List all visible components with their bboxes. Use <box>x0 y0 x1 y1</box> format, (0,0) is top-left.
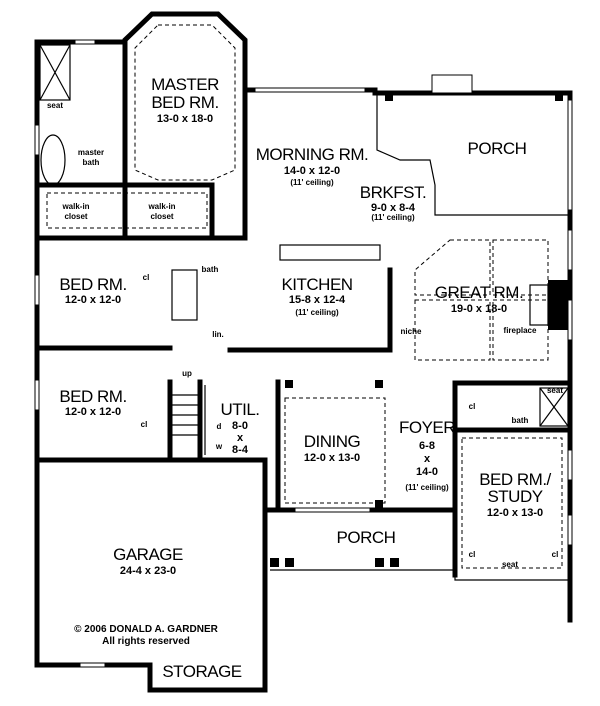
brkfst-note: (11' ceiling) <box>371 213 415 222</box>
util-size-3: 8-4 <box>232 444 249 456</box>
room-labels: MASTER BED RM. 13-0 x 18-0 master bath s… <box>47 75 563 681</box>
study-label: BED RM./ <box>479 470 551 489</box>
garage-label: GARAGE <box>113 545 183 564</box>
study-size: 12-0 x 13-0 <box>487 507 543 519</box>
kitchen-size: 15-8 x 12-4 <box>289 294 346 306</box>
kitchen-label: KITCHEN <box>281 275 352 294</box>
walls <box>34 11 573 693</box>
brkfst-label: BRKFST. <box>360 183 426 202</box>
ceiling-outlines <box>46 24 563 569</box>
master-bed-label-2: BED RM. <box>151 93 218 112</box>
dining-label: DINING <box>304 432 361 451</box>
bath1-linen: lin. <box>212 330 224 339</box>
great-room-size: 19-0 x 18-0 <box>451 303 507 315</box>
copyright-line-2: All rights reserved <box>102 636 190 647</box>
brkfst-size: 9-0 x 8-4 <box>371 202 416 214</box>
bath2-label: bath <box>512 416 529 425</box>
bed2-label: BED RM. <box>59 387 126 406</box>
dryer-label: d <box>217 422 222 431</box>
rear-porch-label: PORCH <box>468 139 527 158</box>
util-label: UTIL. <box>220 400 259 419</box>
niche-label: niche <box>401 327 422 336</box>
closet-right-label-2: closet <box>150 212 173 221</box>
foyer-size-1: 6-8 <box>419 440 435 452</box>
copyright-line-1: © 2006 DONALD A. GARDNER <box>74 624 218 635</box>
storage-label: STORAGE <box>162 662 241 681</box>
bed2-closet: cl <box>141 420 148 429</box>
closet-left-label-2: closet <box>64 212 87 221</box>
bath2-seat: seat <box>547 386 563 395</box>
bed2-size: 12-0 x 12-0 <box>65 406 121 418</box>
windows <box>34 39 573 668</box>
closet-left-label: walk-in <box>61 202 89 211</box>
morning-room-label: MORNING RM. <box>256 145 369 164</box>
study-label-2: STUDY <box>487 487 542 506</box>
foyer-label: FOYER <box>399 418 455 437</box>
master-bed-size: 13-0 x 18-0 <box>157 113 213 125</box>
closet-right-label: walk-in <box>147 202 175 211</box>
stairs-up-label: up <box>182 369 192 378</box>
bed1-label: BED RM. <box>59 275 126 294</box>
util-size-2: x <box>237 432 244 444</box>
fixtures <box>39 44 569 567</box>
front-porch-label: PORCH <box>337 528 396 547</box>
master-bed-label: MASTER <box>151 75 219 94</box>
util-size-1: 8-0 <box>232 420 248 432</box>
bath1-label: bath <box>202 265 219 274</box>
bed1-size: 12-0 x 12-0 <box>65 294 121 306</box>
garage-size: 24-4 x 23-0 <box>120 565 176 577</box>
morning-room-note: (11' ceiling) <box>290 178 334 187</box>
master-bath-seat: seat <box>47 101 63 110</box>
bed1-closet: cl <box>143 273 150 282</box>
bath2-closet: cl <box>469 402 476 411</box>
kitchen-note: (11' ceiling) <box>295 308 339 317</box>
great-room-label: GREAT RM. <box>435 283 523 302</box>
study-closet-right: cl <box>552 550 559 559</box>
washer-label: w <box>215 442 223 451</box>
foyer-size-2: x <box>424 453 431 465</box>
foyer-size-3: 14-0 <box>416 466 438 478</box>
dining-size: 12-0 x 13-0 <box>304 452 360 464</box>
morning-room-size: 14-0 x 12-0 <box>284 165 340 177</box>
study-seat: seat <box>502 560 518 569</box>
master-bath-label-2: bath <box>83 158 100 167</box>
master-bath-label: master <box>78 148 104 157</box>
fireplace-label: fireplace <box>504 326 537 335</box>
foyer-note: (11' ceiling) <box>405 483 449 492</box>
study-closet-left: cl <box>469 550 476 559</box>
